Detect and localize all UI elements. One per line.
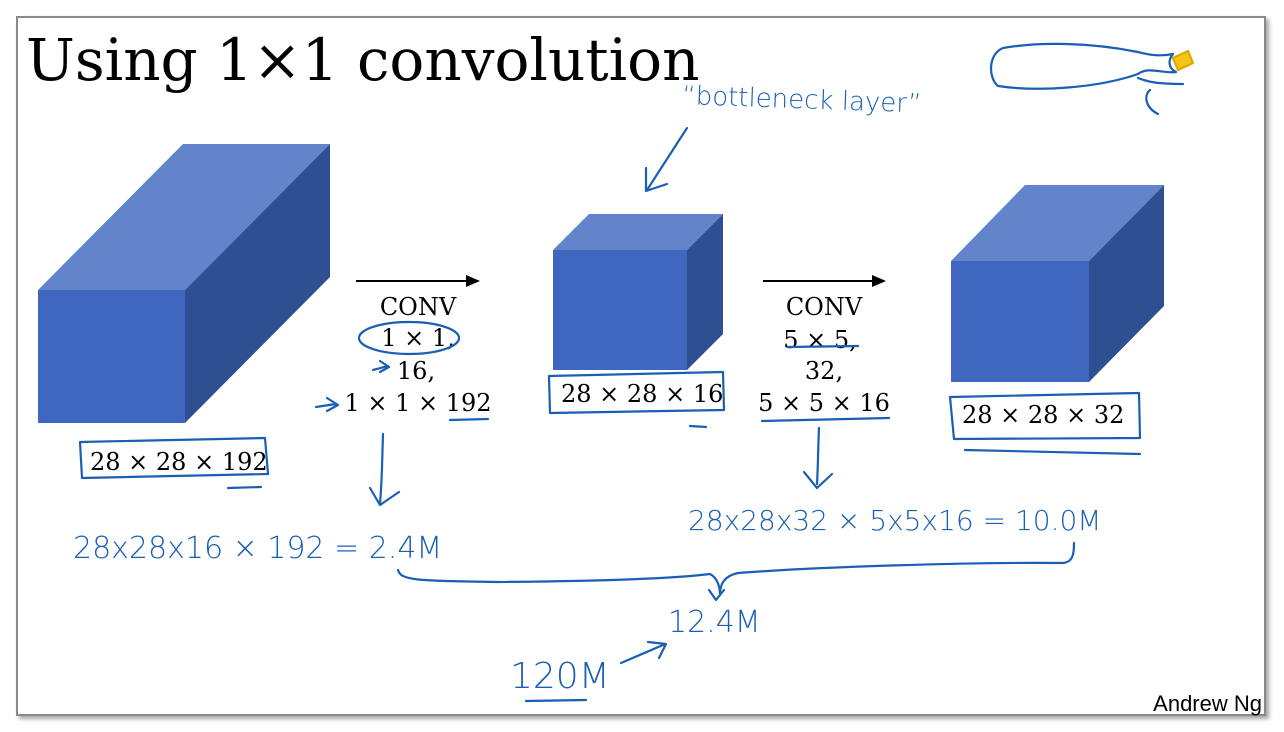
cube-2-top <box>553 214 723 250</box>
bottleneck-note: “bottleneck layer” <box>682 81 922 119</box>
cube-3-top <box>951 185 1164 261</box>
conv2-dims: 5 × 5 × 16 <box>758 389 890 417</box>
conv2-filter: 5 × 5, <box>783 326 857 354</box>
slide: Using 1×1 convolution CONV 1 × 1, 16, 1 … <box>16 16 1266 716</box>
volume-3-cube <box>951 185 1164 382</box>
volume-1-label: 28 × 28 × 192 <box>90 448 268 476</box>
volume-2-label: 28 × 28 × 16 <box>561 380 723 408</box>
arrow-conv2 <box>763 275 886 287</box>
cube-1-side <box>185 144 330 423</box>
conv2-name: CONV <box>786 293 863 321</box>
conv1-name: CONV <box>380 293 457 321</box>
cube-2-side <box>687 214 723 370</box>
cube-1-front <box>38 290 185 423</box>
cube-2-front <box>553 250 687 370</box>
cube-1-top <box>38 144 330 290</box>
conv1-count: 16, <box>397 357 435 385</box>
diagram-canvas: Using 1×1 convolution CONV 1 × 1, 16, 1 … <box>26 26 1262 716</box>
slide-title: Using 1×1 convolution <box>26 26 699 94</box>
arrow-conv1 <box>356 275 480 287</box>
volume-3-label: 28 × 28 × 32 <box>962 401 1124 429</box>
conv1-dims: 1 × 1 × 192 <box>344 389 491 417</box>
conv1-cost: 28x28x16 × 192 = 2.4M <box>73 531 442 566</box>
cube-3-side <box>1089 185 1164 382</box>
volume-1-cube <box>38 144 330 423</box>
conv2-cost: 28x28x32 × 5x5x16 = 10.0M <box>688 504 1101 537</box>
conv2-count: 32, <box>805 357 843 385</box>
author-footer: Andrew Ng <box>1153 691 1262 716</box>
ink-annotations <box>78 42 1195 703</box>
naive-cost: 120M <box>510 656 610 697</box>
cube-3-front <box>951 261 1089 382</box>
conv1-filter: 1 × 1, <box>381 324 455 352</box>
total-cost: 12.4M <box>668 605 761 640</box>
volume-2-cube <box>553 214 723 370</box>
